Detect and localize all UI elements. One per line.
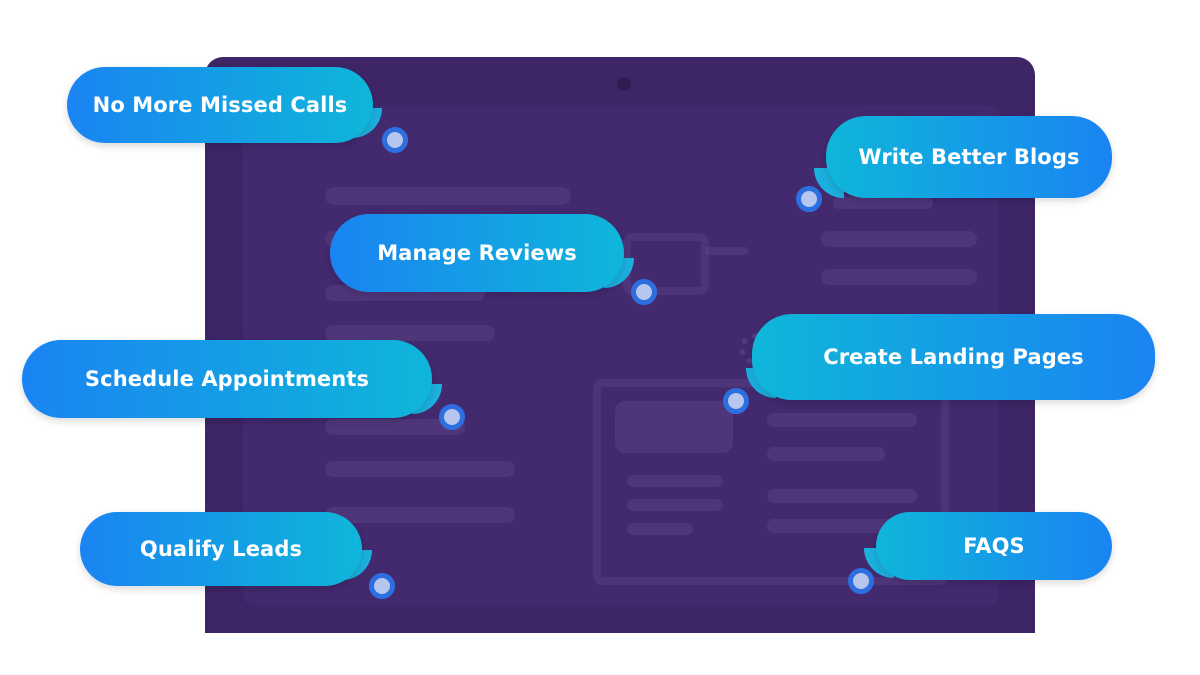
placeholder-bar — [325, 419, 465, 435]
feature-label: Qualify Leads — [139, 537, 303, 561]
feature-bubble-leads: Qualify Leads — [80, 512, 362, 586]
placeholder-bar — [627, 475, 723, 487]
feature-label: Create Landing Pages — [823, 345, 1084, 369]
feature-bubble-missed-calls: No More Missed Calls — [67, 67, 373, 143]
placeholder-bar — [705, 247, 749, 255]
placeholder-bar — [767, 447, 885, 461]
camera-icon — [617, 77, 631, 91]
feature-label: No More Missed Calls — [92, 93, 348, 117]
pin-dot-icon — [631, 279, 657, 305]
feature-bubble-landing-pages: Create Landing Pages — [752, 314, 1155, 400]
feature-label: FAQS — [963, 534, 1025, 558]
placeholder-bar — [627, 523, 693, 535]
placeholder-bar — [325, 187, 571, 205]
placeholder-bar — [627, 499, 723, 511]
pin-dot-icon — [723, 388, 749, 414]
pin-dot-icon — [439, 404, 465, 430]
placeholder-bar — [767, 413, 917, 427]
feature-bubble-faqs: FAQS — [876, 512, 1112, 580]
placeholder-bar — [767, 489, 917, 503]
feature-bubble-reviews: Manage Reviews — [330, 214, 624, 292]
placeholder-block — [615, 401, 733, 453]
placeholder-bar — [821, 269, 977, 285]
placeholder-bar — [325, 461, 515, 477]
feature-bubble-appointments: Schedule Appointments — [22, 340, 432, 418]
pin-dot-icon — [382, 127, 408, 153]
placeholder-bar — [325, 325, 495, 341]
pin-dot-icon — [848, 568, 874, 594]
feature-label: Manage Reviews — [377, 241, 577, 265]
placeholder-bar — [325, 507, 515, 523]
placeholder-bar — [821, 231, 977, 247]
pin-dot-icon — [369, 573, 395, 599]
placeholder-bar — [833, 197, 933, 209]
pin-dot-icon — [796, 186, 822, 212]
feature-label: Write Better Blogs — [858, 145, 1080, 169]
feature-label: Schedule Appointments — [84, 367, 370, 391]
feature-bubble-blogs: Write Better Blogs — [826, 116, 1112, 198]
